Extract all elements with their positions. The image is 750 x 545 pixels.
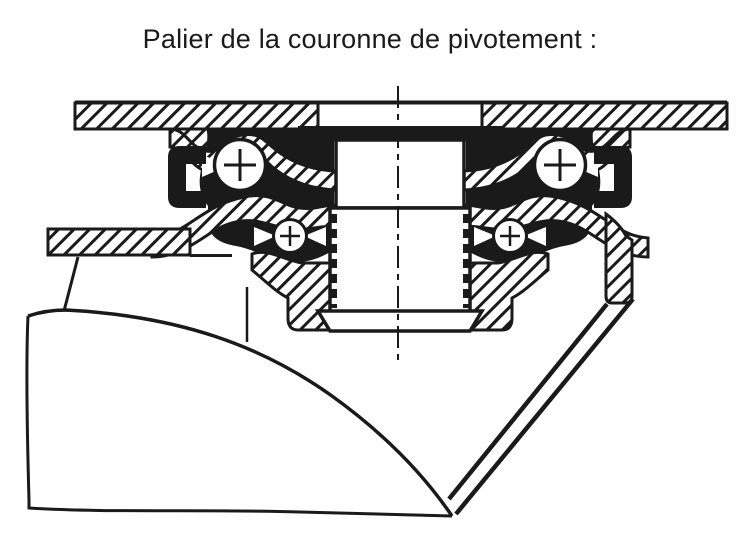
ball-cross-icon [500, 226, 520, 246]
ball-cross-icon [224, 149, 256, 181]
kingpin-bushing-lower [328, 206, 472, 314]
retainer-ring-left [168, 146, 206, 208]
ball-bearing-large-left [212, 137, 268, 193]
kingpin-shank-upper [334, 138, 466, 210]
kingpin-riveted-end [314, 309, 486, 333]
kingpin-flange-washer [298, 126, 502, 141]
top-mounting-plate [73, 100, 729, 154]
ball-bearing-small-right [492, 218, 528, 254]
retainer-ring-right [594, 146, 632, 208]
ball-cross-icon [544, 149, 576, 181]
figure-title: Palier de la couronne de pivotement : [142, 24, 598, 54]
bracket-arm-left [46, 227, 232, 312]
wheel-outline [25, 287, 454, 518]
fork-leg [447, 297, 635, 516]
kingpin-head [316, 101, 484, 130]
kingpin-assembly [298, 126, 502, 333]
ball-cross-icon [280, 226, 300, 246]
seal-cones [202, 155, 598, 246]
fork-skirt-right [604, 210, 634, 305]
lower-raceway-left [250, 250, 338, 332]
ball-bearing-small-left [272, 218, 308, 254]
ball-bearing-large-right [532, 137, 588, 193]
lower-raceway-right [462, 250, 550, 332]
